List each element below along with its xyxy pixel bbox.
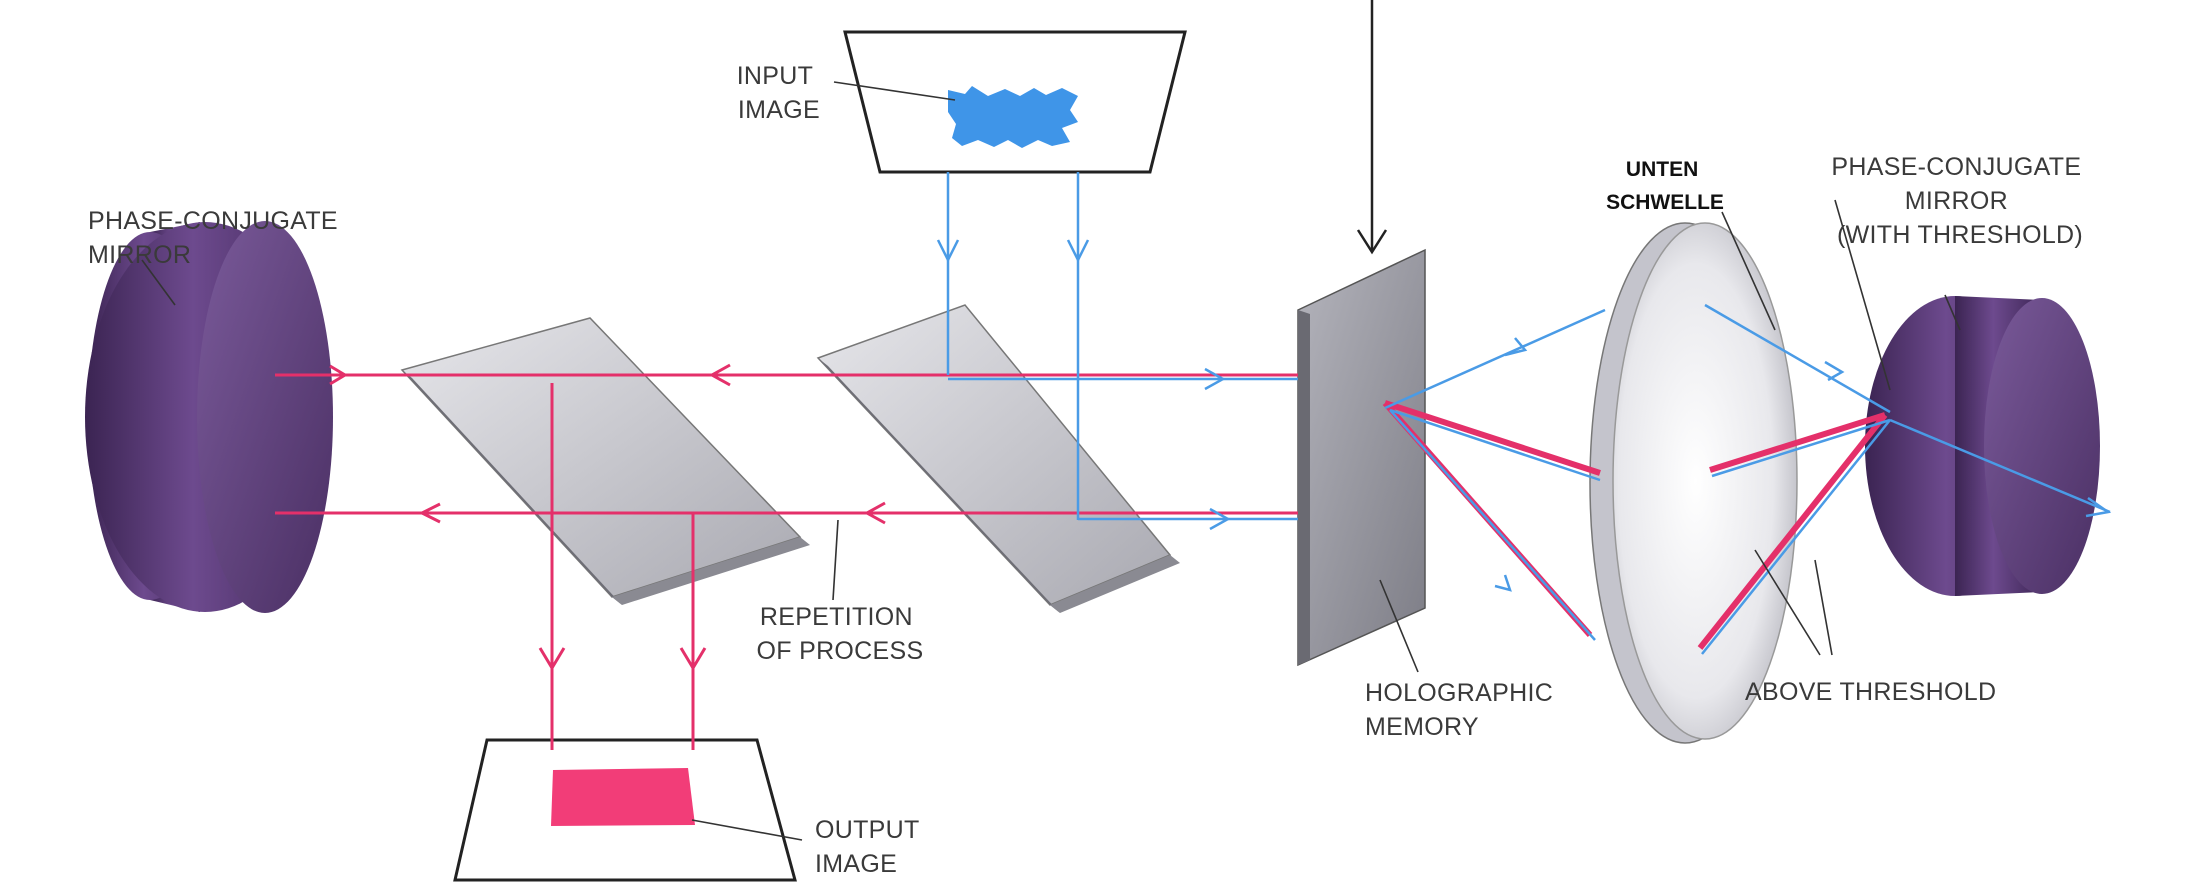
output-image-line2: IMAGE xyxy=(815,850,897,878)
output-image-plate xyxy=(453,738,797,882)
input-image-label-line1: INPUT xyxy=(737,62,813,90)
pc-mirror-right-line2: MIRROR xyxy=(1905,187,2008,215)
repetition-line2: OF PROCESS xyxy=(757,637,924,665)
holographic-memory xyxy=(1297,248,1426,667)
repetition-line1: REPETITION xyxy=(760,603,913,631)
input-image-label: INPUT IMAGE xyxy=(737,62,820,124)
holographic-memory-line1: HOLOGRAPHIC xyxy=(1365,679,1553,707)
pc-mirror-right-line1: PHASE-CONJUGATE xyxy=(1831,153,2081,181)
input-image-pattern xyxy=(948,86,1078,148)
lens xyxy=(1589,222,1798,744)
phase-conjugate-mirror-right-label: PHASE-CONJUGATE MIRROR (WITH THRESHOLD) xyxy=(1831,153,2088,249)
phase-conjugate-mirror-right xyxy=(1865,296,2100,596)
below-threshold-label: UNTEN SCHWELLE xyxy=(1606,158,1724,214)
output-image-pattern xyxy=(551,768,695,826)
incoming-arrow xyxy=(1356,0,1388,255)
output-image-label: OUTPUT IMAGE xyxy=(815,816,926,878)
repetition-of-process-label: REPETITION OF PROCESS xyxy=(757,603,924,665)
blue-beams xyxy=(936,172,2112,655)
beam-splitter-left xyxy=(400,317,810,605)
input-image-plate xyxy=(843,30,1187,174)
above-threshold-label: ABOVE THRESHOLD xyxy=(1745,678,1996,706)
below-threshold-line1: UNTEN xyxy=(1626,158,1698,181)
phase-conjugate-mirror-left-label: PHASE-CONJUGATE MIRROR xyxy=(88,207,345,269)
holographic-memory-label: HOLOGRAPHIC MEMORY xyxy=(1365,679,1560,741)
output-image-line1: OUTPUT xyxy=(815,816,919,844)
pc-mirror-left-line2: MIRROR xyxy=(88,241,191,269)
input-image-label-line2: IMAGE xyxy=(738,96,820,124)
below-threshold-line2: SCHWELLE xyxy=(1606,191,1724,214)
phase-conjugate-mirror-left xyxy=(85,221,333,613)
holographic-memory-line2: MEMORY xyxy=(1365,713,1479,741)
beam-splitter-right xyxy=(816,304,1180,613)
pc-mirror-right-line3: (WITH THRESHOLD) xyxy=(1837,221,2083,249)
pc-mirror-left-line1: PHASE-CONJUGATE xyxy=(88,207,338,235)
